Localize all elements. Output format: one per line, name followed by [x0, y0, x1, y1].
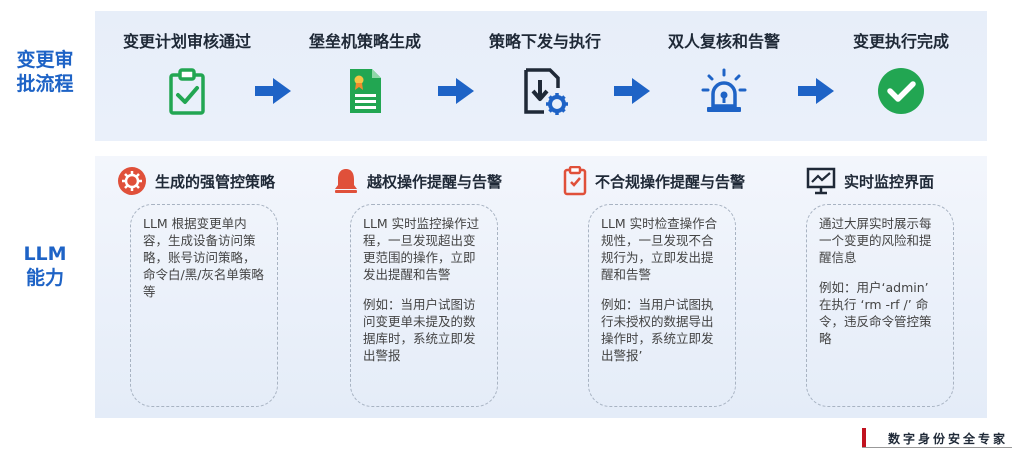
flow-arrow-icon: [798, 78, 834, 104]
bell-icon: [335, 169, 357, 193]
capability-example: 例如：当用户试图访问变更单未提及的数据库时，系统立即发出警报: [363, 297, 476, 363]
capability-description-box: LLM 实时监控操作过程，一旦发现超出变更范围的操作，立即发出提醒和告警 例如：…: [350, 204, 498, 407]
approval-flow-panel: [95, 11, 987, 141]
flow-step-title: 变更计划审核通过: [122, 32, 251, 51]
llm-capability-panel: [95, 156, 987, 418]
clipboard-alert-icon: [563, 166, 587, 196]
flow-arrow-icon: [614, 78, 650, 104]
capability-description: 通过大屏实时展示每一个变更的风险和提醒信息: [819, 216, 932, 265]
capability-title: 越权操作提醒与告警: [367, 172, 503, 191]
llm-ability-label-line2: 能力: [25, 267, 64, 289]
capability-title: 生成的强管控策略: [155, 172, 276, 191]
flow-step-1: 变更计划审核通过: [102, 28, 272, 120]
capability-title: 不合规操作提醒与告警: [595, 172, 746, 191]
flow-step-3: 策略下发与执行: [460, 28, 630, 120]
approval-flow-label: 变更审 批流程: [0, 48, 90, 96]
flow-arrow-icon: [255, 78, 291, 104]
flow-step-title: 双人复核和告警: [667, 32, 780, 51]
capability-realtime-monitoring: 实时监控界面 通过大屏实时展示每一个变更的风险和提醒信息 例如：用户‘admin…: [806, 164, 954, 407]
gear-badge-icon: [118, 167, 146, 195]
document-certificate-icon: [350, 69, 381, 113]
capability-description: LLM 根据变更单内容，生成设备访问策略，账号访问策略，命令白/黑/灰名单策略等: [143, 216, 264, 299]
flow-step-2: 堡垒机策略生成: [280, 28, 450, 120]
monitor-chart-icon: [806, 167, 836, 195]
capability-description-box: LLM 根据变更单内容，生成设备访问策略，账号访问策略，命令白/黑/灰名单策略等: [130, 204, 278, 407]
capability-description-box: 通过大屏实时展示每一个变更的风险和提醒信息 例如：用户‘admin’ 在执行 ‘…: [806, 204, 954, 407]
flow-step-4: 双人复核和告警: [639, 28, 809, 120]
capability-compliance-alert: 不合规操作提醒与告警 LLM 实时检查操作合规性，一旦发现不合规行为，立即发出提…: [563, 164, 746, 407]
capability-example: 例如：用户‘admin’ 在执行 ‘rm -rf /’ 命令，违反命令管控策略: [819, 280, 932, 346]
brand-underline: [862, 447, 1012, 448]
brand-accent-bar: [862, 428, 866, 448]
download-gear-icon: [524, 68, 568, 115]
capability-description: LLM 实时检查操作合规性，一旦发现不合规行为，立即发出提醒和告警: [601, 216, 718, 282]
alarm-light-icon: [701, 68, 747, 112]
capability-description: LLM 实时监控操作过程，一旦发现超出变更范围的操作，立即发出提醒和告警: [363, 216, 480, 282]
capability-overreach-alert: 越权操作提醒与告警 LLM 实时监控操作过程，一旦发现超出变更范围的操作，立即发…: [333, 164, 503, 407]
capability-example: 例如：当用户试图执行未授权的数据导出操作时，系统立即发出警报’: [601, 297, 714, 363]
check-circle-icon: [878, 68, 924, 114]
flow-step-title: 策略下发与执行: [488, 32, 601, 51]
flow-step-title: 变更执行完成: [852, 32, 949, 51]
capability-description-box: LLM 实时检查操作合规性，一旦发现不合规行为，立即发出提醒和告警 例如：当用户…: [588, 204, 736, 407]
brand-slogan: 数字身份安全专家: [888, 431, 1009, 446]
clipboard-check-icon: [169, 68, 205, 115]
brand-footer: 数字身份安全专家: [862, 428, 1008, 448]
flow-step-title: 堡垒机策略生成: [308, 32, 421, 51]
llm-ability-label: LLM 能力: [0, 242, 90, 290]
flow-step-5: 变更执行完成: [816, 28, 986, 120]
llm-ability-label-line1: LLM: [23, 243, 67, 265]
flow-arrow-icon: [438, 78, 474, 104]
capability-policy-generation: 生成的强管控策略 LLM 根据变更单内容，生成设备访问策略，账号访问策略，命令白…: [117, 164, 278, 407]
capability-title: 实时监控界面: [844, 172, 935, 191]
approval-flow-label-line2: 批流程: [16, 73, 74, 95]
approval-flow-label-line1: 变更审: [16, 49, 74, 71]
